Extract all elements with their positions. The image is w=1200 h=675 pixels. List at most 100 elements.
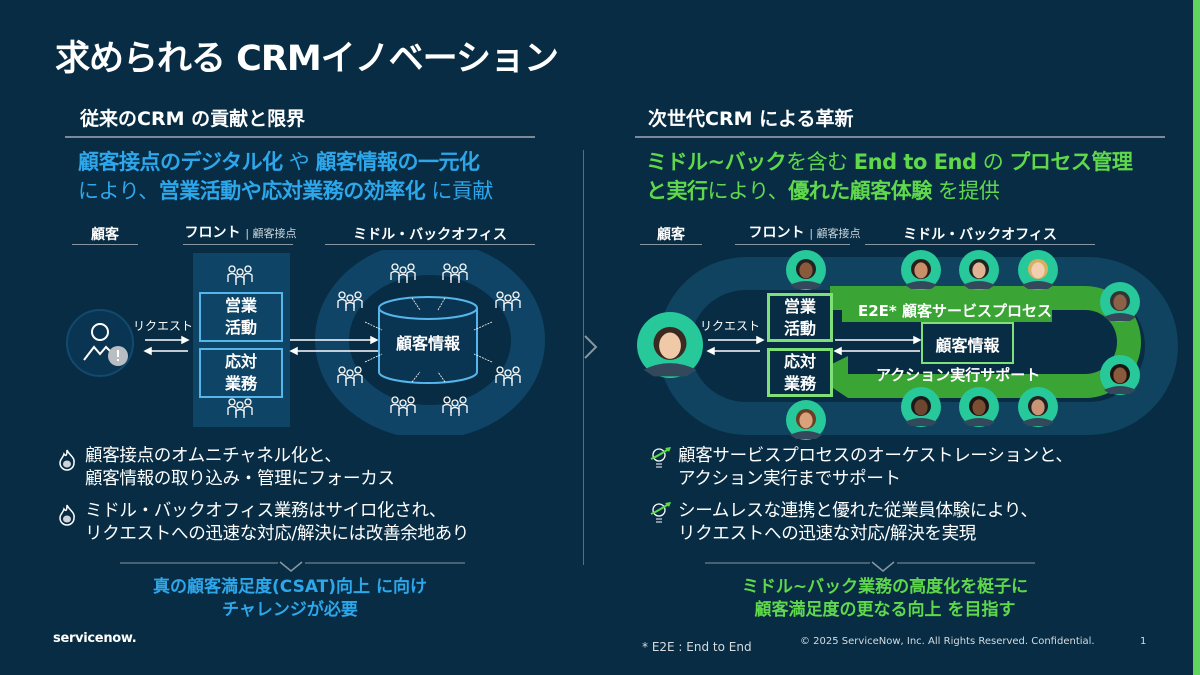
hl-text: End to End [853, 150, 977, 174]
bullet-item: 顧客サービスプロセスのオーケストレーションと、アクション実行までサポート [648, 445, 1073, 491]
hl-text: 優れた顧客体験 [788, 179, 932, 203]
hl-text: 顧客接点のデジタル化 [78, 150, 283, 174]
page-number: 1 [1140, 636, 1147, 647]
col-back: ミドル・バックオフィス [903, 227, 1057, 243]
request-arrows [143, 335, 379, 356]
right-conclusion: ミドル~バック業務の高度化を梃子に顧客満足度の更なる向上 を目指す [680, 576, 1090, 622]
box-text: 業務 [783, 373, 816, 393]
left-heading: 従来のCRM の貢献と限界 [80, 108, 306, 130]
employee-avatar [959, 387, 999, 427]
col-rule [72, 244, 138, 245]
team-icon [227, 398, 253, 418]
left-divider-chevron [120, 561, 465, 572]
sales-activity-box: 営業活動 [767, 293, 833, 342]
employee-avatar [786, 250, 826, 290]
col-customer: 顧客 [657, 227, 685, 243]
hl-text: と実行 [646, 179, 708, 203]
box-text: 活動 [224, 318, 257, 337]
box-text: 営業 [224, 296, 257, 315]
col-front-label: フロント [184, 225, 241, 241]
box-text: 応対 [224, 352, 257, 371]
right-bullets: 顧客サービスプロセスのオーケストレーションと、アクション実行までサポート シーム… [648, 445, 1073, 546]
bullet-text: アクション実行までサポート [678, 469, 901, 489]
bullet-item: シームレスな連携と優れた従業員体験により、リクエストへの迅速な対応/解決を実現 [648, 500, 1073, 546]
col-front: フロント | 顧客接点 [748, 225, 861, 241]
bullet-text: 顧客接点のオムニチャネル化と、 [85, 446, 342, 466]
employee-avatar [637, 312, 703, 378]
hl-text: により、 [707, 179, 789, 203]
hl-text: を含む [786, 150, 854, 174]
right-diagram [637, 250, 1178, 440]
right-heading-rule [635, 136, 1165, 138]
lightbulb-icon [650, 502, 671, 523]
hl-text: 顧客情報の一元化 [315, 150, 480, 174]
bullet-text: リクエストへの迅速な対応/解決には改善余地あり [85, 524, 469, 544]
team-icon [390, 263, 416, 283]
left-heading-rule [65, 136, 535, 138]
bullet-text: シームレスな連携と優れた従業員体験により、 [678, 501, 1038, 521]
employee-avatar [901, 387, 941, 427]
team-icon [442, 396, 468, 416]
employee-avatar [1018, 387, 1058, 427]
chevron-right-icon [584, 335, 598, 359]
employee-avatar [1100, 282, 1140, 322]
col-front-sub: 顧客接点 [252, 227, 297, 240]
col-customer: 顧客 [91, 227, 119, 243]
servicenow-logo: servicenow. [53, 631, 137, 646]
team-icon [390, 396, 416, 416]
col-front-label: フロント [748, 225, 805, 241]
hl-text: や [282, 150, 316, 174]
action-label: アクション実行サポート [876, 365, 1041, 384]
data-link [437, 371, 446, 383]
bullet-text: ミドル・バックオフィス業務はサイロ化され、 [85, 501, 447, 521]
team-icon [495, 291, 521, 311]
hl-text: を提供 [931, 179, 1000, 203]
data-link [364, 321, 383, 331]
team-icon [495, 366, 521, 386]
copyright: © 2025 ServiceNow, Inc. All Rights Reser… [800, 636, 1095, 647]
flame-icon [59, 449, 75, 471]
left-bullets: 顧客接点のオムニチャネル化と、顧客情報の取り込み・管理にフォーカス ミドル・バッ… [55, 445, 469, 546]
col-rule [183, 244, 293, 245]
right-headline-line1: ミドル~バックを含む End to End の プロセス管理 [646, 147, 1133, 177]
center-divider [583, 150, 584, 565]
col-rule [865, 244, 1095, 245]
bullet-text: リクエストへの迅速な対応/解決を実現 [678, 524, 976, 544]
left-diagram [66, 250, 545, 435]
col-rule [735, 244, 850, 245]
col-rule [640, 244, 702, 245]
hl-text: に貢献 [425, 179, 493, 203]
conclusion-text: 顧客満足度の更なる向上 を目指す [754, 600, 1016, 620]
hl-text: ミドル~バック [646, 150, 787, 174]
hl-text: 営業活動や応対業務の効率化 [158, 179, 426, 203]
bullet-text: 顧客サービスプロセスのオーケストレーションと、 [678, 446, 1073, 466]
data-link [411, 297, 421, 311]
conclusion-text: チャレンジが必要 [222, 600, 358, 620]
employee-avatar [786, 400, 826, 440]
slide-title: 求められる CRMイノベーション [55, 39, 559, 79]
box-text: 応対 [783, 351, 816, 371]
employee-avatar [901, 250, 941, 290]
support-box: 応対業務 [767, 348, 833, 397]
col-rule [325, 244, 535, 245]
flame-icon [59, 504, 75, 526]
support-box: 応対業務 [199, 348, 283, 398]
sales-activity-box: 営業活動 [199, 292, 283, 342]
col-back: ミドル・バックオフィス [353, 227, 507, 243]
employee-avatar [1018, 250, 1058, 290]
box-text: 営業 [783, 296, 816, 316]
db-box [921, 322, 1014, 364]
lightbulb-icon [650, 447, 671, 468]
right-divider-chevron [705, 561, 1035, 572]
employee-avatar [959, 250, 999, 290]
bullet-item: 顧客接点のオムニチャネル化と、顧客情報の取り込み・管理にフォーカス [55, 445, 469, 491]
box-text: 業務 [224, 374, 257, 393]
right-heading: 次世代CRM による革新 [648, 108, 854, 130]
box-text: 活動 [783, 318, 816, 338]
team-icon [337, 291, 363, 311]
db-label: 顧客情報 [935, 336, 1000, 355]
team-icon [442, 263, 468, 283]
db-label: 顧客情報 [395, 334, 460, 353]
team-icon [337, 366, 363, 386]
footnote: * E2E : End to End [642, 640, 752, 654]
